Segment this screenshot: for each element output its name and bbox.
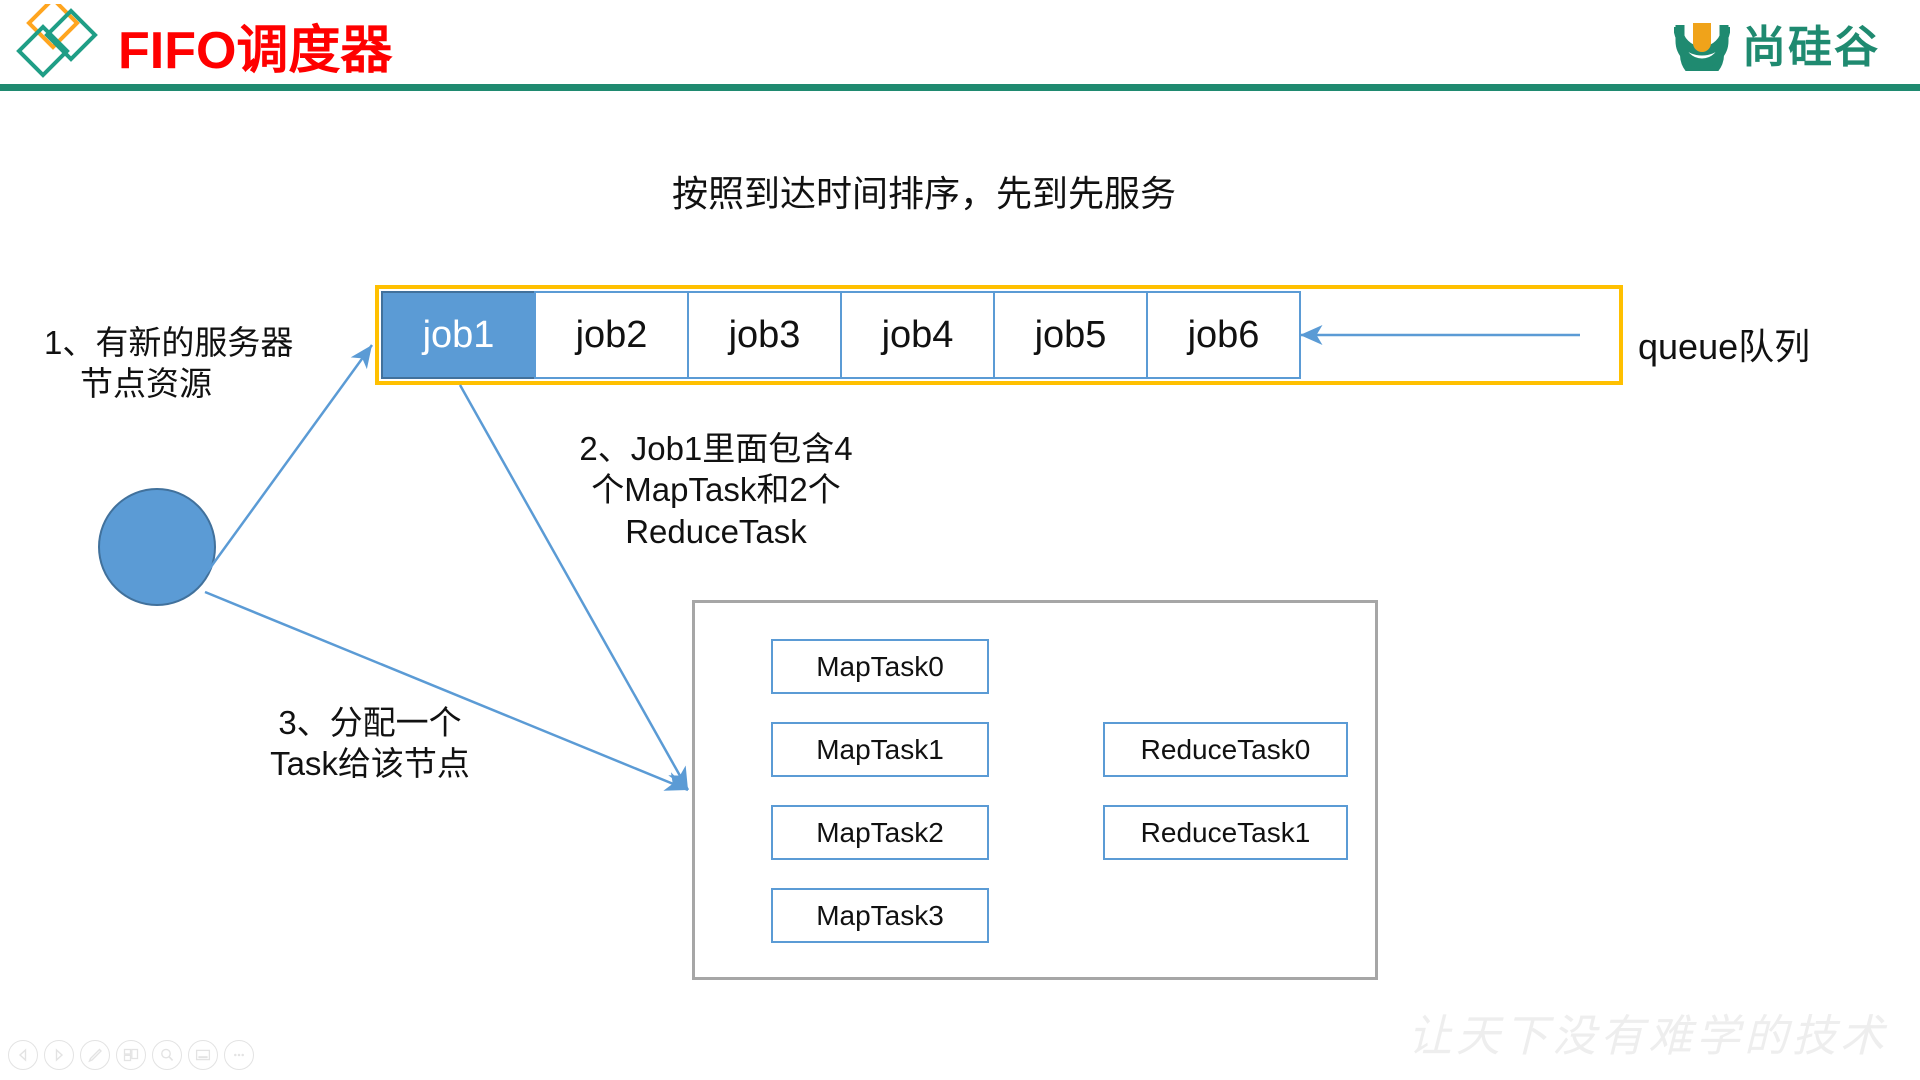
- page-title: FIFO调度器: [118, 22, 393, 80]
- job-box-2[interactable]: job2: [534, 291, 689, 379]
- previous-slide-button[interactable]: [8, 1040, 38, 1070]
- diamonds-logo-icon: [16, 4, 98, 78]
- job-box-1[interactable]: job1: [381, 291, 536, 379]
- next-slide-icon: [55, 1048, 64, 1062]
- presenter-view-button[interactable]: [188, 1040, 218, 1070]
- map-task-box-0[interactable]: MapTask0: [771, 639, 989, 694]
- zoom-button[interactable]: [152, 1040, 182, 1070]
- annotation-2-line-2: 个MapTask和2个: [591, 471, 841, 509]
- header-divider: [0, 84, 1920, 91]
- zoom-magnifier-icon: [161, 1048, 174, 1061]
- annotation-3-line-1: 3、分配一个: [278, 704, 462, 741]
- presenter-view-icon: [195, 1049, 211, 1061]
- more-options-button[interactable]: [224, 1040, 254, 1070]
- brand-logo: 尚硅谷: [1674, 12, 1880, 74]
- queue-label: queue队列: [1638, 326, 1811, 367]
- reduce-task-box-1[interactable]: ReduceTask1: [1103, 805, 1348, 860]
- annotation-3: 3、分配一个 Task给该节点: [240, 702, 500, 785]
- brand-name: 尚硅谷: [1742, 23, 1880, 72]
- next-slide-button[interactable]: [44, 1040, 74, 1070]
- annotation-1: 1、有新的服务器 节点资源: [44, 322, 293, 405]
- annotation-2: 2、Job1里面包含4 个MapTask和2个 ReduceTask: [556, 428, 876, 552]
- map-task-box-3[interactable]: MapTask3: [771, 888, 989, 943]
- map-task-box-1[interactable]: MapTask1: [771, 722, 989, 777]
- job-queue: job1 job2 job3 job4 job5 job6: [381, 291, 1301, 379]
- job-box-5[interactable]: job5: [993, 291, 1148, 379]
- server-node-circle: [98, 488, 216, 606]
- annotation-3-line-2: Task给该节点: [270, 745, 470, 783]
- job-box-4[interactable]: job4: [840, 291, 995, 379]
- pen-icon: [88, 1048, 102, 1063]
- slide-header: FIFO调度器 尚硅谷: [0, 0, 1920, 92]
- atguigu-u-icon: [1674, 23, 1730, 71]
- annotation-1-line-2: 节点资源: [80, 365, 212, 403]
- more-options-icon: [234, 1053, 244, 1057]
- watermark-text: 让天下没有难学的技术: [1408, 1012, 1888, 1061]
- previous-slide-icon: [18, 1048, 27, 1062]
- map-task-box-2[interactable]: MapTask2: [771, 805, 989, 860]
- slide-subtitle: 按照到达时间排序，先到先服务: [672, 173, 1177, 214]
- slide-grid-icon: [123, 1048, 139, 1062]
- job-box-3[interactable]: job3: [687, 291, 842, 379]
- task-container: MapTask0 MapTask1 MapTask2 MapTask3 Redu…: [692, 600, 1378, 980]
- queue-outline: [375, 285, 1623, 385]
- annotation-1-line-1: 1、有新的服务器: [44, 324, 294, 361]
- annotation-2-line-1: 2、Job1里面包含4: [579, 430, 853, 467]
- job-box-6[interactable]: job6: [1146, 291, 1301, 379]
- slide-grid-button[interactable]: [116, 1040, 146, 1070]
- presentation-toolbar: [8, 1040, 254, 1070]
- pen-button[interactable]: [80, 1040, 110, 1070]
- annotation-2-line-3: ReduceTask: [625, 512, 807, 550]
- reduce-task-box-0[interactable]: ReduceTask0: [1103, 722, 1348, 777]
